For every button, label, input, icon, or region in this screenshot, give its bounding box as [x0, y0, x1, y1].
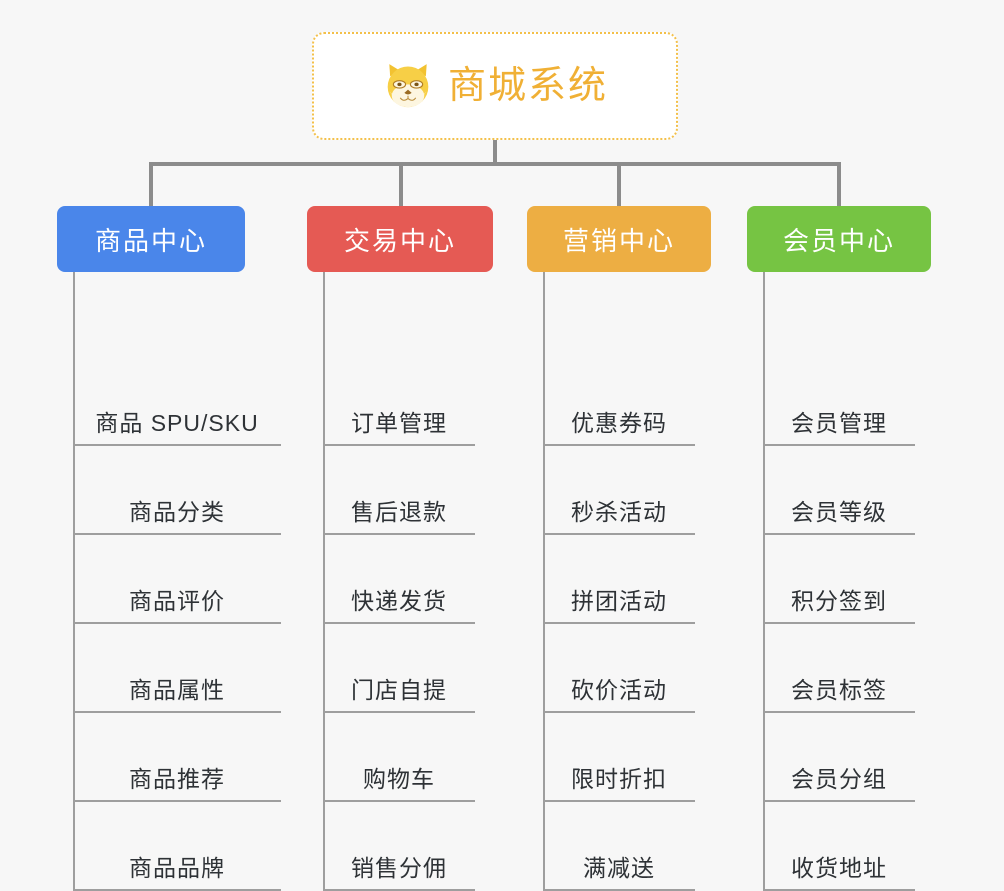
leaf-item[interactable]: 砍价活动 — [543, 624, 695, 713]
leaf-item[interactable]: 订单管理 — [323, 357, 475, 446]
leaf-item-label: 门店自提 — [351, 676, 447, 703]
leaf-item[interactable]: 商品属性 — [73, 624, 281, 713]
leaf-item-label: 会员等级 — [791, 498, 887, 525]
connector-spine-marketing-center — [543, 272, 545, 889]
org-chart-canvas: 商城系统 商品中心商品 SPU/SKU 商品分类商品评价商品属性商品推荐商品品牌 交… — [57, 32, 931, 891]
connector-spine-member-center — [763, 272, 765, 889]
leaf-item[interactable]: 收货地址 — [763, 802, 915, 891]
leaf-list-member-center: 会员管理会员等级积分签到会员标签会员分组收货地址 — [747, 272, 931, 891]
connector-drop-3 — [617, 162, 621, 206]
leaf-item[interactable]: 快递发货 — [323, 535, 475, 624]
leaf-item-label: 销售分佣 — [351, 854, 447, 881]
leaf-list-marketing-center: 优惠券码秒杀活动拼团活动砍价活动限时折扣满减送 — [527, 272, 711, 891]
leaf-item-label: 秒杀活动 — [571, 498, 667, 525]
leaf-item[interactable]: 商品品牌 — [73, 802, 281, 891]
leaf-item-label: 拼团活动 — [571, 587, 667, 614]
leaf-item[interactable]: 商品 SPU/SKU — [73, 357, 281, 446]
connector-drop-4 — [837, 162, 841, 206]
connector-spine-product-center — [73, 272, 75, 889]
leaf-list-product-center: 商品 SPU/SKU 商品分类商品评价商品属性商品推荐商品品牌 — [57, 272, 281, 891]
leaf-item-label: 售后退款 — [351, 498, 447, 525]
connector-drop-1 — [149, 162, 153, 206]
leaf-item-label: 商品分类 — [129, 498, 225, 525]
connector-drop-2 — [399, 162, 403, 206]
leaf-item[interactable]: 秒杀活动 — [543, 446, 695, 535]
leaf-item-label: 订单管理 — [351, 409, 447, 436]
leaf-item-label: 限时折扣 — [571, 765, 667, 792]
connector-horizontal-bus — [149, 162, 841, 166]
root-title: 商城系统 — [447, 65, 608, 107]
leaf-item-label: 商品推荐 — [129, 765, 225, 792]
category-column-trade-center: 交易中心订单管理售后退款快递发货门店自提购物车销售分佣 — [307, 206, 493, 891]
leaf-item[interactable]: 会员等级 — [763, 446, 915, 535]
category-column-member-center: 会员中心会员管理会员等级积分签到会员标签会员分组收货地址 — [747, 206, 931, 891]
shiba-dog-icon — [387, 64, 429, 108]
leaf-item-label: 商品 SPU/SKU — [95, 409, 259, 436]
leaf-item[interactable]: 满减送 — [543, 802, 695, 891]
leaf-item[interactable]: 会员分组 — [763, 713, 915, 802]
leaf-item-label: 会员分组 — [791, 765, 887, 792]
leaf-item-label: 满减送 — [583, 854, 655, 881]
leaf-item-label: 砍价活动 — [571, 676, 667, 703]
category-header-marketing-center[interactable]: 营销中心 — [527, 206, 711, 272]
leaf-item[interactable]: 购物车 — [323, 713, 475, 802]
leaf-item[interactable]: 拼团活动 — [543, 535, 695, 624]
category-column-product-center: 商品中心商品 SPU/SKU 商品分类商品评价商品属性商品推荐商品品牌 — [57, 206, 281, 891]
leaf-item-label: 购物车 — [363, 765, 435, 792]
root-node[interactable]: 商城系统 — [312, 32, 678, 140]
leaf-item-label: 积分签到 — [791, 587, 887, 614]
leaf-item-label: 收货地址 — [791, 854, 887, 881]
leaf-item[interactable]: 积分签到 — [763, 535, 915, 624]
leaf-item-label: 会员标签 — [791, 676, 887, 703]
leaf-item-label: 商品评价 — [129, 587, 225, 614]
leaf-item[interactable]: 限时折扣 — [543, 713, 695, 802]
category-column-marketing-center: 营销中心优惠券码秒杀活动拼团活动砍价活动限时折扣满减送 — [527, 206, 711, 891]
leaf-item-label: 商品属性 — [129, 676, 225, 703]
leaf-item[interactable]: 会员管理 — [763, 357, 915, 446]
category-header-trade-center[interactable]: 交易中心 — [307, 206, 493, 272]
category-header-product-center[interactable]: 商品中心 — [57, 206, 245, 272]
leaf-item[interactable]: 商品分类 — [73, 446, 281, 535]
leaf-item[interactable]: 会员标签 — [763, 624, 915, 713]
leaf-item[interactable]: 商品推荐 — [73, 713, 281, 802]
leaf-item[interactable]: 门店自提 — [323, 624, 475, 713]
connector-spine-trade-center — [323, 272, 325, 889]
leaf-item[interactable]: 商品评价 — [73, 535, 281, 624]
leaf-item[interactable]: 销售分佣 — [323, 802, 475, 891]
leaf-item-label: 商品品牌 — [129, 854, 225, 881]
leaf-item-label: 优惠券码 — [571, 409, 667, 436]
connector-root-stem — [493, 140, 497, 166]
leaf-item[interactable]: 售后退款 — [323, 446, 475, 535]
leaf-item-label: 会员管理 — [791, 409, 887, 436]
category-header-member-center[interactable]: 会员中心 — [747, 206, 931, 272]
leaf-list-trade-center: 订单管理售后退款快递发货门店自提购物车销售分佣 — [307, 272, 493, 891]
leaf-item[interactable]: 优惠券码 — [543, 357, 695, 446]
leaf-item-label: 快递发货 — [351, 587, 447, 614]
